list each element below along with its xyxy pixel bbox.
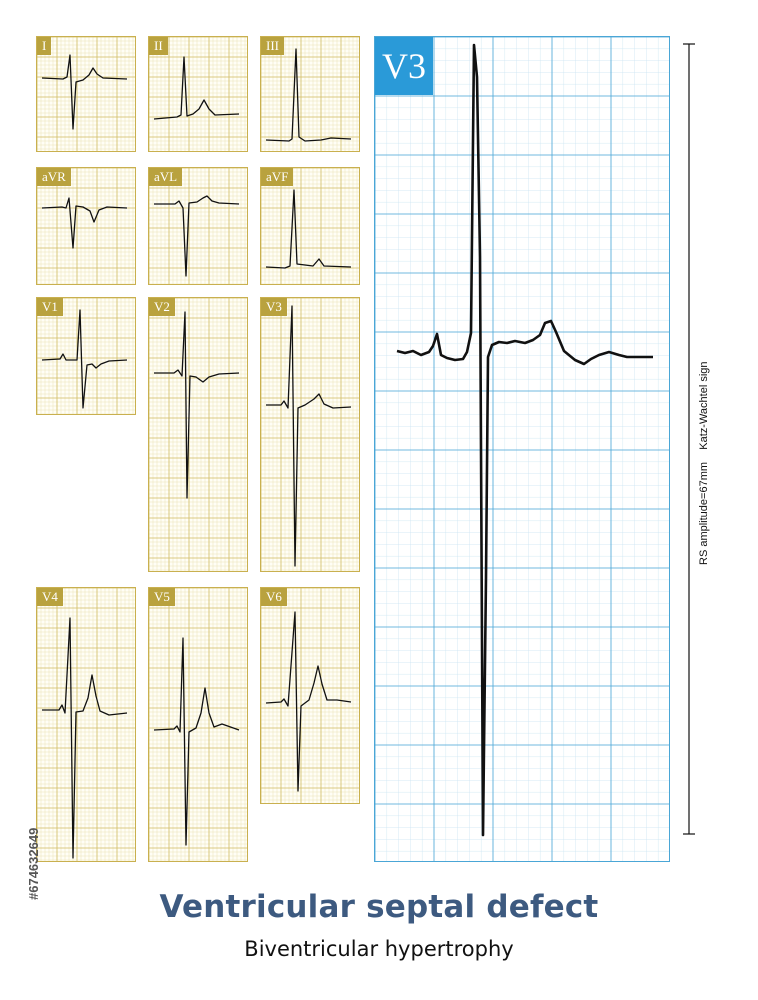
lead-panel-II: II — [148, 36, 248, 152]
lead-label-V5: V5 — [149, 588, 175, 606]
lead-label-V6: V6 — [261, 588, 287, 606]
ecg-waveform-aVR — [41, 197, 128, 249]
lead-label-aVL: aVL — [149, 168, 183, 186]
ecg-waveform-aVF — [265, 189, 352, 269]
ecg-waveform-V5 — [153, 637, 240, 846]
ecg-waveform-aVL — [154, 195, 240, 277]
lead-label-V1: V1 — [37, 298, 63, 316]
diagram-subtitle: Biventricular hypertrophy — [244, 937, 514, 961]
ecg-waveform-enlarged-V3 — [396, 43, 653, 837]
lead-panel-V4: V4 — [36, 587, 136, 862]
ecg-waveform-V2 — [154, 311, 240, 499]
lead-panel-V6: V6 — [260, 587, 360, 804]
ecg-waveform-V3 — [266, 305, 352, 567]
ecg-trace-enlarged-V3 — [375, 37, 669, 861]
diagram-title: Ventricular septal defect — [159, 889, 599, 925]
ecg-trace-aVF — [261, 168, 359, 284]
lead-panel-V3: V3 — [260, 297, 360, 572]
lead-label-V4: V4 — [37, 588, 63, 606]
lead-panel-V5: V5 — [148, 587, 248, 862]
lead-label-V2: V2 — [149, 298, 175, 316]
lead-panel-III: III — [260, 36, 360, 152]
ecg-trace-I — [37, 37, 135, 151]
lead-label-III: III — [261, 37, 284, 55]
ecg-trace-II — [149, 37, 247, 151]
lead-label-I: I — [37, 37, 52, 55]
ecg-waveform-V6 — [265, 611, 352, 792]
lead-label-aVF: aVF — [261, 168, 294, 186]
ecg-trace-V5 — [149, 588, 247, 861]
ecg-waveform-V1 — [41, 309, 128, 409]
ecg-waveform-I — [41, 54, 128, 130]
ecg-waveform-II — [153, 56, 240, 120]
lead-label-aVR: aVR — [37, 168, 71, 186]
lead-label-V3: V3 — [261, 298, 287, 316]
lead-panel-I: I — [36, 36, 136, 152]
ecg-trace-V4 — [37, 588, 135, 861]
lead-panel-aVL: aVL — [148, 167, 248, 285]
ecg-trace-V1 — [37, 298, 135, 414]
lead-panel-aVR: aVR — [36, 167, 136, 285]
ecg-waveform-V4 — [42, 617, 128, 859]
amplitude-text: RS amplitude=67mm — [698, 461, 710, 565]
ecg-trace-III — [261, 37, 359, 151]
ecg-trace-V2 — [149, 298, 247, 571]
sign-text: Katz-Wachtel sign — [698, 361, 710, 450]
ecg-trace-aVR — [37, 168, 135, 284]
ecg-trace-aVL — [149, 168, 247, 284]
ecg-trace-V6 — [261, 588, 359, 803]
lead-label-II: II — [149, 37, 168, 55]
amplitude-annotation: RS amplitude=67mm Katz-Wachtel sign — [698, 361, 710, 565]
lead-panel-V1: V1 — [36, 297, 136, 415]
lead-panel-aVF: aVF — [260, 167, 360, 285]
enlarged-lead-label: V3 — [375, 37, 433, 95]
lead-panel-V2: V2 — [148, 297, 248, 572]
ecg-waveform-III — [265, 48, 352, 142]
enlarged-lead-panel-V3: V3 — [374, 36, 670, 862]
ecg-trace-V3 — [261, 298, 359, 571]
